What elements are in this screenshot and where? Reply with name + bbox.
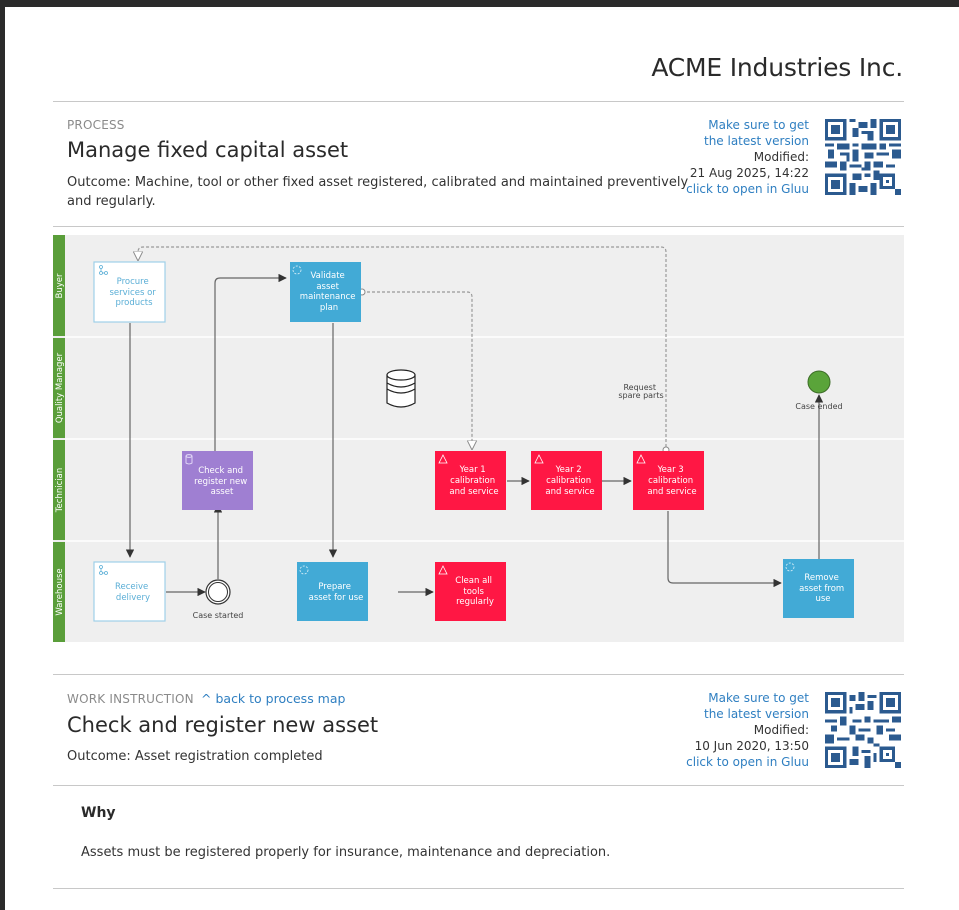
process-outcome: Outcome: Machine, tool or other fixed as… <box>67 173 688 211</box>
divider <box>53 888 904 889</box>
divider <box>53 226 904 227</box>
work-instruction-kicker: WORK INSTRUCTION <box>67 692 194 706</box>
warning-icon <box>534 454 544 464</box>
open-in-gluu-link[interactable]: click to open in Gluu <box>686 755 809 769</box>
process-map: Buyer Quality Manager Technician Warehou… <box>53 235 904 642</box>
lane-label-warehouse: Warehouse <box>55 568 65 615</box>
latest-version-link[interactable]: Make sure to get the latest version <box>686 690 809 722</box>
back-to-process-map-link[interactable]: ^ back to process map <box>201 691 345 706</box>
latest-line1[interactable]: Make sure to get <box>708 691 809 705</box>
latest-line2[interactable]: the latest version <box>703 134 809 148</box>
qr-code-icon[interactable] <box>825 692 901 768</box>
why-text: Assets must be registered properly for i… <box>81 845 611 860</box>
latest-line2[interactable]: the latest version <box>703 707 809 721</box>
divider <box>53 674 904 675</box>
process-outcome-line2: and regularly. <box>67 194 156 209</box>
divider <box>53 101 904 102</box>
task-receive-delivery[interactable]: Receive delivery <box>93 561 166 622</box>
latest-version-link[interactable]: Make sure to get the latest version <box>686 117 809 149</box>
modified-label: Modified: <box>753 150 809 164</box>
task-year2-calibration[interactable]: Year 2 calibration and service <box>531 451 602 510</box>
process-outcome-line1: Outcome: Machine, tool or other fixed as… <box>67 175 689 190</box>
back-link-label[interactable]: back to process map <box>215 691 346 706</box>
svg-text:Year 2 calibration: Year 2 calibration and service <box>545 465 594 497</box>
case-ended-label: Case ended <box>795 402 842 411</box>
flow-year3-to-remove <box>667 511 782 588</box>
data-store-icon <box>386 369 416 408</box>
qr-code-icon[interactable] <box>825 119 901 195</box>
svg-text:Receive delivery: Receive delivery <box>115 582 151 603</box>
task-check-register[interactable]: Check and register new asset <box>182 451 253 510</box>
message-year3-to-procure <box>138 246 667 447</box>
lane-buyer: Buyer <box>53 235 65 336</box>
lane-label-buyer: Buyer <box>55 273 65 298</box>
process-title: Manage fixed capital asset <box>67 138 349 162</box>
lane-label-technician: Technician <box>55 468 65 513</box>
latest-line1[interactable]: Make sure to get <box>708 118 809 132</box>
open-in-gluu-link[interactable]: click to open in Gluu <box>686 182 809 196</box>
lane-quality-manager: Quality Manager <box>53 338 65 438</box>
task-procure-services[interactable]: Procure services or products <box>93 261 166 323</box>
warning-icon <box>636 454 646 464</box>
modified-label: Modified: <box>753 723 809 737</box>
svg-text:Validate asset: Validate asset maintenance plan <box>300 271 358 313</box>
work-instruction-title: Check and register new asset <box>67 713 379 737</box>
task-clean-tools[interactable]: Clean all tools regularly <box>435 562 506 621</box>
svg-text:Year 3 calibration: Year 3 calibration and service <box>647 465 696 497</box>
message-validate-to-year1 <box>362 291 472 449</box>
work-instruction-outcome: Outcome: Asset registration completed <box>67 749 323 764</box>
subprocess-icon <box>99 265 108 275</box>
svg-text:Prepare asset for use: Prepare asset for use <box>309 582 364 603</box>
database-icon <box>185 454 193 465</box>
warning-icon <box>438 454 448 464</box>
work-instruction-meta: Make sure to get the latest version Modi… <box>686 690 809 770</box>
end-event[interactable] <box>807 370 831 394</box>
modified-value: 21 Aug 2025, 14:22 <box>689 166 809 180</box>
warning-icon <box>438 565 448 575</box>
loop-icon <box>785 562 795 572</box>
flow-check-to-validate <box>214 273 287 451</box>
lane-technician: Technician <box>53 440 65 540</box>
task-prepare-asset[interactable]: Prepare asset for use <box>297 562 368 621</box>
lane-warehouse: Warehouse <box>53 542 65 642</box>
svg-text:Procure services or: Procure services or products <box>110 277 159 308</box>
svg-text:Remove asset from: Remove asset from use <box>799 573 847 604</box>
task-year3-calibration[interactable]: Year 3 calibration and service <box>633 451 704 510</box>
why-heading: Why <box>81 805 116 821</box>
svg-text:Year 1 calibration: Year 1 calibration and service <box>449 465 498 497</box>
process-meta: Make sure to get the latest version Modi… <box>686 117 809 197</box>
svg-text:Clean all tools: Clean all tools regularly <box>455 576 494 607</box>
svg-text:Check and register new: Check and register new asset <box>194 466 250 497</box>
subprocess-icon <box>99 565 108 575</box>
task-remove-asset[interactable]: Remove asset from use <box>783 559 854 618</box>
start-event[interactable] <box>205 579 231 605</box>
process-kicker: PROCESS <box>67 118 125 132</box>
document-page: ACME Industries Inc. PROCESS Manage fixe… <box>5 7 959 910</box>
request-spare-parts-label: Request spare parts <box>618 383 663 400</box>
case-started-label: Case started <box>193 611 244 620</box>
task-year1-calibration[interactable]: Year 1 calibration and service <box>435 451 506 510</box>
loop-icon <box>299 565 309 575</box>
divider <box>53 785 904 786</box>
loop-icon <box>292 265 302 275</box>
task-validate-plan[interactable]: Validate asset maintenance plan <box>290 262 361 322</box>
chevron-up-icon: ^ <box>201 691 212 706</box>
company-name: ACME Industries Inc. <box>651 53 903 82</box>
lane-label-quality-manager: Quality Manager <box>55 352 65 423</box>
modified-value: 10 Jun 2020, 13:50 <box>694 739 809 753</box>
